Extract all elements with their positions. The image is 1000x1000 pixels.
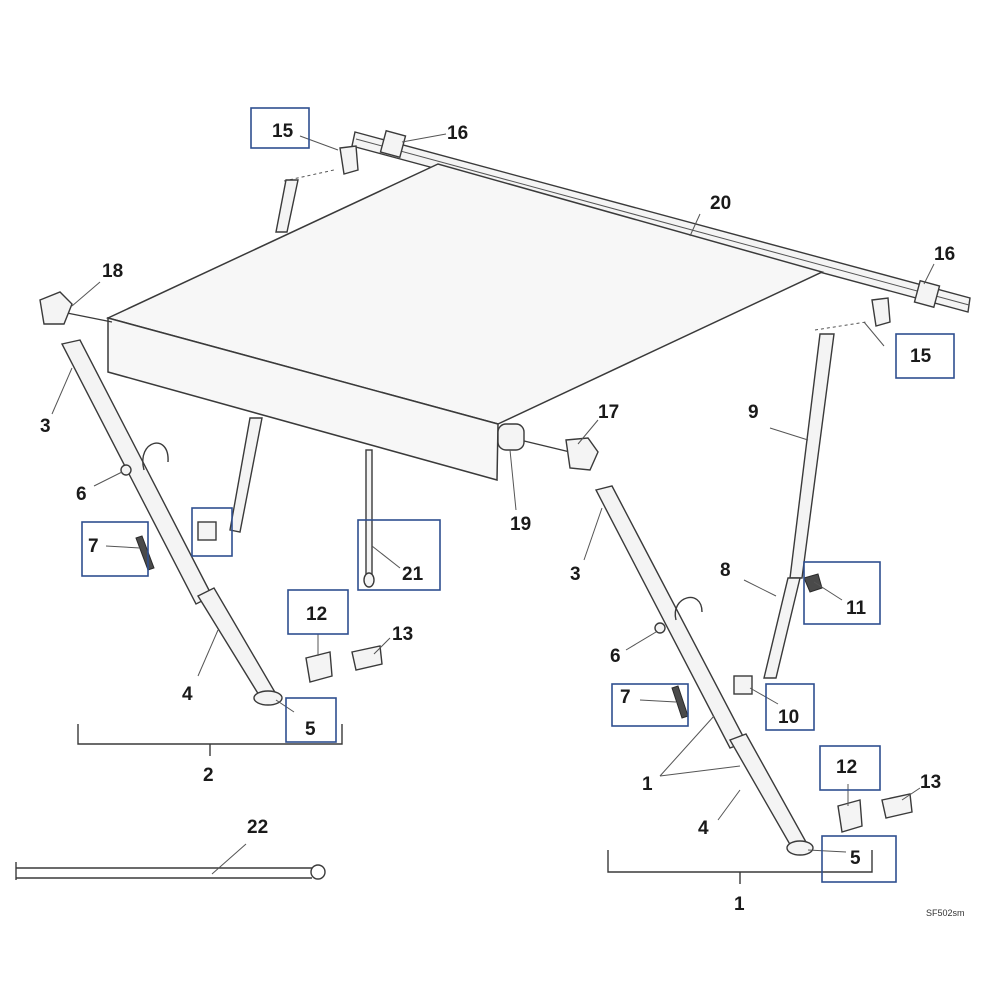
callout-16-right: 16 — [934, 244, 955, 265]
callout-9: 9 — [748, 402, 759, 423]
end-cap-right — [565, 437, 599, 471]
callout-7-right: 7 — [620, 687, 631, 708]
back-arm-left — [229, 179, 299, 533]
lever-left — [135, 535, 155, 571]
assembly-bracket-2 — [77, 724, 343, 756]
handle-right — [674, 596, 703, 621]
rail-clip-right — [913, 279, 941, 309]
callout-20: 20 — [710, 193, 731, 214]
clip-right — [733, 675, 753, 695]
callout-5-right: 5 — [850, 848, 861, 869]
callout-1-bottom: 1 — [734, 894, 745, 915]
awning-canvas — [105, 163, 825, 481]
callout-7-left: 7 — [88, 536, 99, 557]
callout-4-right: 4 — [698, 818, 709, 839]
callout-3-left: 3 — [40, 416, 51, 437]
knob-left — [120, 464, 132, 476]
callout-numbers: 15 16 20 16 15 18 3 6 7 21 12 13 4 5 2 2… — [40, 121, 965, 918]
arm-left — [60, 339, 283, 706]
callout-22: 22 — [247, 817, 268, 838]
callout-10: 10 — [778, 707, 799, 728]
bracket-left — [283, 145, 359, 182]
clip-left — [197, 521, 217, 541]
callout-5-left: 5 — [305, 719, 316, 740]
mount-left — [305, 645, 383, 683]
mount-right — [837, 793, 913, 833]
callout-2: 2 — [203, 765, 214, 786]
handle-left — [142, 442, 169, 471]
knob-right — [654, 622, 666, 634]
rail-clip-left — [379, 129, 407, 159]
rod-22 — [15, 862, 326, 880]
callout-8: 8 — [720, 560, 731, 581]
callout-15-left: 15 — [272, 121, 294, 142]
roller-tube — [61, 311, 571, 453]
callout-3-right: 3 — [570, 564, 581, 585]
callout-4-left: 4 — [182, 684, 193, 705]
callout-19: 19 — [510, 514, 531, 535]
callout-17: 17 — [598, 402, 619, 423]
callout-18: 18 — [102, 261, 123, 282]
arm-right — [594, 485, 814, 856]
callout-16-left: 16 — [447, 123, 468, 144]
knob-right-arm — [803, 573, 823, 593]
pull-strap — [363, 449, 375, 588]
end-cap-left — [39, 291, 73, 325]
back-arm-right — [763, 333, 835, 679]
callout-12-right: 12 — [836, 757, 857, 778]
callout-12-left: 12 — [306, 604, 327, 625]
bracket-right — [814, 297, 891, 331]
callout-6-left: 6 — [76, 484, 87, 505]
callout-6-right: 6 — [610, 646, 621, 667]
leader-lines — [51, 133, 935, 875]
callout-11: 11 — [846, 598, 867, 619]
callout-15-right: 15 — [910, 346, 932, 367]
callout-13-right: 13 — [920, 772, 941, 793]
assembly-bracket-1 — [607, 850, 873, 884]
callout-1-mid: 1 — [642, 774, 653, 795]
callout-13-left: 13 — [392, 624, 413, 645]
callout-boxes — [81, 107, 955, 883]
callout-21: 21 — [402, 564, 424, 585]
awning-rail — [351, 131, 971, 313]
diagram-code: SF502sm — [926, 908, 965, 918]
